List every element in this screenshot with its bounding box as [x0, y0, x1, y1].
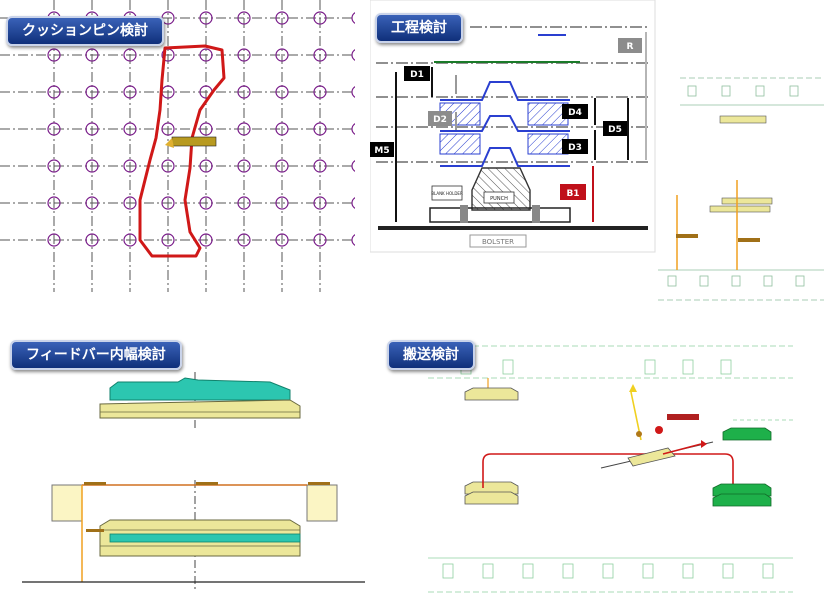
transfer-source-parts [464, 378, 519, 505]
cushion-pin-title[interactable]: クッションピン検討 [6, 16, 164, 46]
feed-bar-drawing [22, 372, 365, 592]
cushion-pin [313, 122, 327, 136]
cushion-pin [123, 196, 137, 210]
cushion-pin [275, 122, 289, 136]
transfer-title[interactable]: 搬送検討 [387, 340, 475, 370]
cushion-pin [351, 86, 355, 98]
cushion-pin [85, 196, 99, 210]
transfer-moving-part [600, 384, 714, 469]
feed-bar-upper-part [99, 372, 301, 430]
cushion-pin [85, 122, 99, 136]
process-drawing: BOLSTER PUNCH BLANK HOLDER D1 D2 D4 [370, 0, 824, 301]
cushion-pin [275, 48, 289, 62]
svg-text:R: R [627, 42, 634, 52]
d5-label: D5 [603, 121, 627, 136]
cushion-pin [161, 159, 175, 173]
process-thumbnail-parts [676, 115, 773, 270]
cushion-pin [85, 85, 99, 99]
cushion-pin [199, 196, 213, 210]
cushion-pin [313, 196, 327, 210]
svg-text:M5: M5 [374, 146, 389, 156]
d1-label: D1 [404, 66, 430, 81]
transfer-drawing [428, 345, 793, 593]
cushion-pin [237, 85, 251, 99]
cushion-pin-panel: クッションピン検討 [0, 0, 355, 292]
cushion-pin [237, 11, 251, 25]
svg-text:B1: B1 [566, 189, 579, 199]
cushion-pin [313, 159, 327, 173]
pin-count-tag [165, 136, 217, 148]
cushion-pin [47, 122, 61, 136]
punch-label: PUNCH [490, 196, 508, 202]
cushion-pin [47, 48, 61, 62]
cushion-pin [161, 196, 175, 210]
m5-label: M5 [370, 142, 394, 157]
transfer-destination-parts [712, 419, 793, 507]
cushion-pin [47, 85, 61, 99]
cushion-pin [199, 159, 213, 173]
cushion-pin [275, 85, 289, 99]
cushion-pin [123, 233, 137, 247]
svg-text:D2: D2 [433, 115, 447, 125]
feed-bar-title[interactable]: フィードバー内幅検討 [10, 340, 182, 370]
svg-text:D4: D4 [568, 108, 582, 118]
svg-text:D3: D3 [568, 143, 582, 153]
cushion-pin [85, 159, 99, 173]
cushion-pin [237, 122, 251, 136]
cushion-pin [85, 48, 99, 62]
cushion-pin [85, 233, 99, 247]
cushion-pin [237, 159, 251, 173]
cushion-pin [199, 48, 213, 62]
b1-label: B1 [560, 184, 586, 200]
cushion-pin [351, 49, 355, 61]
feed-bar-lower-assembly [22, 480, 365, 592]
cushion-pin [275, 196, 289, 210]
cushion-pin [161, 122, 175, 136]
cushion-pin [313, 48, 327, 62]
svg-text:D1: D1 [410, 70, 424, 80]
d3-label: D3 [562, 139, 588, 154]
cushion-pin [351, 160, 355, 172]
cushion-pin [275, 159, 289, 173]
svg-text:D5: D5 [608, 125, 622, 135]
cushion-pin [313, 85, 327, 99]
cushion-pin [161, 233, 175, 247]
bolster-label: BOLSTER [482, 238, 514, 246]
transfer-path [482, 453, 734, 488]
cushion-pin [313, 11, 327, 25]
r-label: R [618, 38, 642, 53]
cushion-pin [275, 11, 289, 25]
feed-bar-panel: フィードバー内幅検討 [0, 330, 370, 598]
cushion-pin [47, 159, 61, 173]
d4-label: D4 [562, 104, 588, 119]
cushion-pin [199, 11, 213, 25]
process-study-panel: BOLSTER PUNCH BLANK HOLDER D1 D2 D4 [370, 0, 824, 305]
cushion-pin [237, 233, 251, 247]
cushion-pin [351, 123, 355, 135]
cushion-pin [351, 197, 355, 209]
cushion-pin [123, 122, 137, 136]
cushion-pin [123, 159, 137, 173]
cushion-pin [47, 196, 61, 210]
process-thumbnail [658, 77, 824, 301]
cushion-pin [275, 233, 289, 247]
blank-outline [138, 44, 226, 258]
cushion-pin [351, 12, 355, 24]
blank-holder-label: BLANK HOLDER [431, 191, 463, 196]
cushion-pin [313, 233, 327, 247]
cushion-pin [237, 196, 251, 210]
cushion-pin [351, 234, 355, 246]
transfer-press-lines [428, 345, 793, 593]
cushion-pin [199, 122, 213, 136]
cushion-pin [237, 48, 251, 62]
transfer-panel: 搬送検討 [383, 330, 824, 598]
d2-label: D2 [428, 111, 452, 126]
cushion-pin [47, 233, 61, 247]
cushion-pin [199, 233, 213, 247]
process-study-title[interactable]: 工程検討 [375, 13, 463, 43]
cushion-pin [123, 85, 137, 99]
cushion-pin [123, 48, 137, 62]
